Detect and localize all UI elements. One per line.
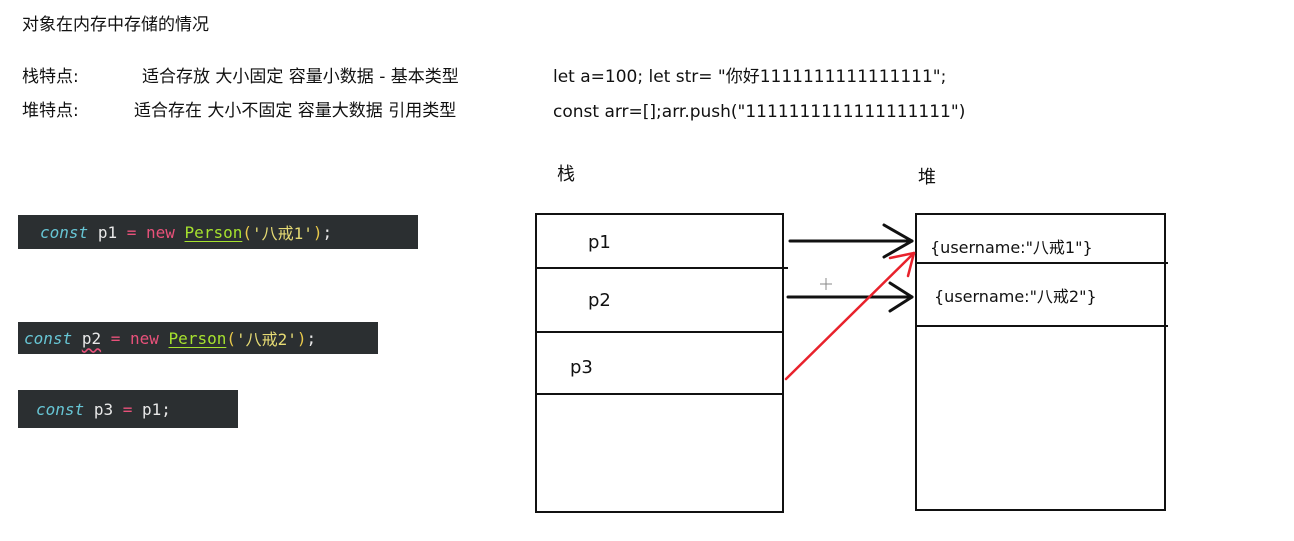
stack-feature-label: 栈特点:	[22, 67, 79, 87]
code-semicolon: ;	[306, 328, 317, 348]
code-snippet-p1: const p1 = new Person('八戒1');	[18, 215, 418, 249]
code-keyword: const	[36, 399, 85, 419]
code-paren-open: (	[226, 328, 236, 348]
heap-divider	[916, 325, 1168, 327]
code-paren-close: )	[296, 328, 307, 348]
stack-divider	[536, 267, 788, 269]
code-variable: p3	[93, 399, 114, 419]
heap-object-1: {username:"八戒1"}	[930, 238, 1093, 257]
arrow-head	[888, 281, 914, 313]
code-variable: p2	[81, 328, 102, 348]
code-snippet-p2: const p2 = new Person('八戒2');	[18, 322, 378, 354]
p3-shared-reference-arrow	[784, 251, 916, 381]
code-snippet-p3: const p3 = p1;	[18, 390, 238, 428]
code-operator: =	[126, 222, 137, 242]
stack-feature-desc: 适合存放 大小固定 容量小数据 - 基本类型	[142, 67, 459, 87]
stack-cell-p1: p1	[588, 232, 611, 253]
heap-divider	[916, 262, 1168, 264]
code-class-name: Person	[168, 328, 227, 348]
stack-cell-p3: p3	[570, 357, 593, 378]
page-title: 对象在内存中存储的情况	[22, 15, 209, 35]
stack-box	[535, 213, 784, 513]
code-semicolon: ;	[322, 222, 333, 242]
code-variable: p1	[97, 222, 118, 242]
code-keyword: const	[24, 328, 73, 348]
arrow-head	[888, 251, 916, 278]
stack-divider	[536, 331, 784, 333]
arrow-head	[882, 223, 914, 259]
code-paren-close: )	[312, 222, 323, 242]
code-keyword: const	[40, 222, 89, 242]
heap-feature-desc: 适合存在 大小不固定 容量大数据 引用类型	[134, 101, 457, 121]
code-new-keyword: new	[130, 328, 159, 348]
code-class-name: Person	[184, 222, 243, 242]
code-rhs: p1;	[142, 399, 171, 419]
code-line-2: const arr=[];arr.push("11111111111111111…	[553, 102, 966, 122]
code-string: '八戒2'	[235, 330, 297, 349]
heap-feature-label: 堆特点:	[22, 101, 79, 121]
stack-title: 栈	[557, 164, 575, 185]
code-line-1: let a=100; let str= "你好1111111111111111"…	[553, 67, 947, 87]
heap-object-2: {username:"八戒2"}	[934, 287, 1097, 306]
crosshair-cursor-icon	[820, 278, 832, 290]
heap-title: 堆	[918, 167, 936, 188]
code-new-keyword: new	[146, 222, 175, 242]
code-operator: =	[122, 399, 133, 419]
stack-cell-p2: p2	[588, 290, 611, 311]
code-string: '八戒1'	[251, 224, 313, 243]
heap-box	[915, 213, 1166, 511]
code-operator: =	[110, 328, 121, 348]
code-paren-open: (	[242, 222, 252, 242]
stack-divider	[536, 393, 784, 395]
